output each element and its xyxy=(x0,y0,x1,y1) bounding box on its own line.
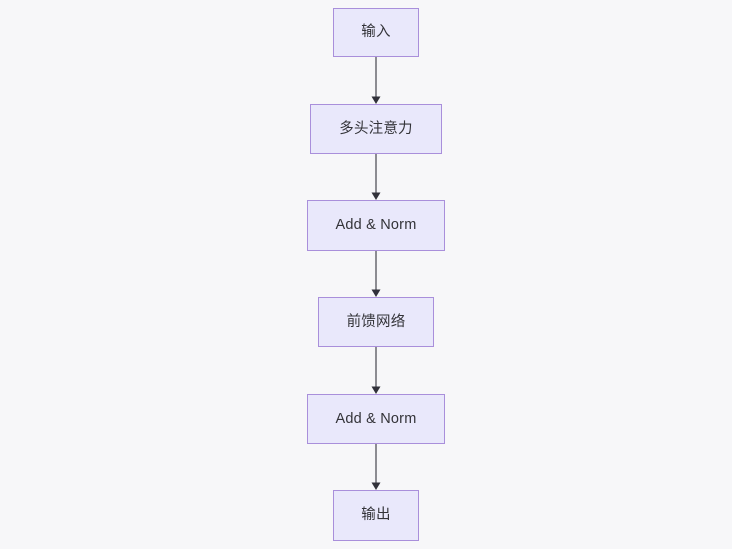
node-feed-forward-label: 前馈网络 xyxy=(346,313,406,330)
node-add-norm-1-label: Add & Norm xyxy=(335,217,417,234)
edge-input-to-attention-arrowhead-icon xyxy=(371,96,381,104)
edge-attention-to-addnorm1 xyxy=(371,154,381,200)
node-add-norm-1[interactable]: Add & Norm xyxy=(307,200,445,251)
node-input-label: 输入 xyxy=(361,24,391,41)
node-output-label: 输出 xyxy=(361,507,391,524)
node-multi-head-attention-label: 多头注意力 xyxy=(339,120,413,137)
node-add-norm-2-label: Add & Norm xyxy=(335,410,417,427)
node-add-norm-2[interactable]: Add & Norm xyxy=(307,394,445,444)
edge-feedforward-to-addnorm2-arrowhead-icon xyxy=(371,386,381,394)
edge-addnorm1-to-feedforward-arrowhead-icon xyxy=(371,289,381,297)
node-output[interactable]: 输出 xyxy=(333,490,419,541)
edge-addnorm2-to-output-arrowhead-icon xyxy=(371,482,381,490)
node-multi-head-attention[interactable]: 多头注意力 xyxy=(310,104,442,154)
edge-attention-to-addnorm1-arrowhead-icon xyxy=(371,192,381,200)
node-feed-forward[interactable]: 前馈网络 xyxy=(318,297,434,347)
edge-input-to-attention xyxy=(371,57,381,104)
edge-addnorm2-to-output xyxy=(371,444,381,490)
edge-feedforward-to-addnorm2 xyxy=(371,347,381,394)
node-input[interactable]: 输入 xyxy=(333,8,419,57)
edge-addnorm1-to-feedforward xyxy=(371,251,381,297)
